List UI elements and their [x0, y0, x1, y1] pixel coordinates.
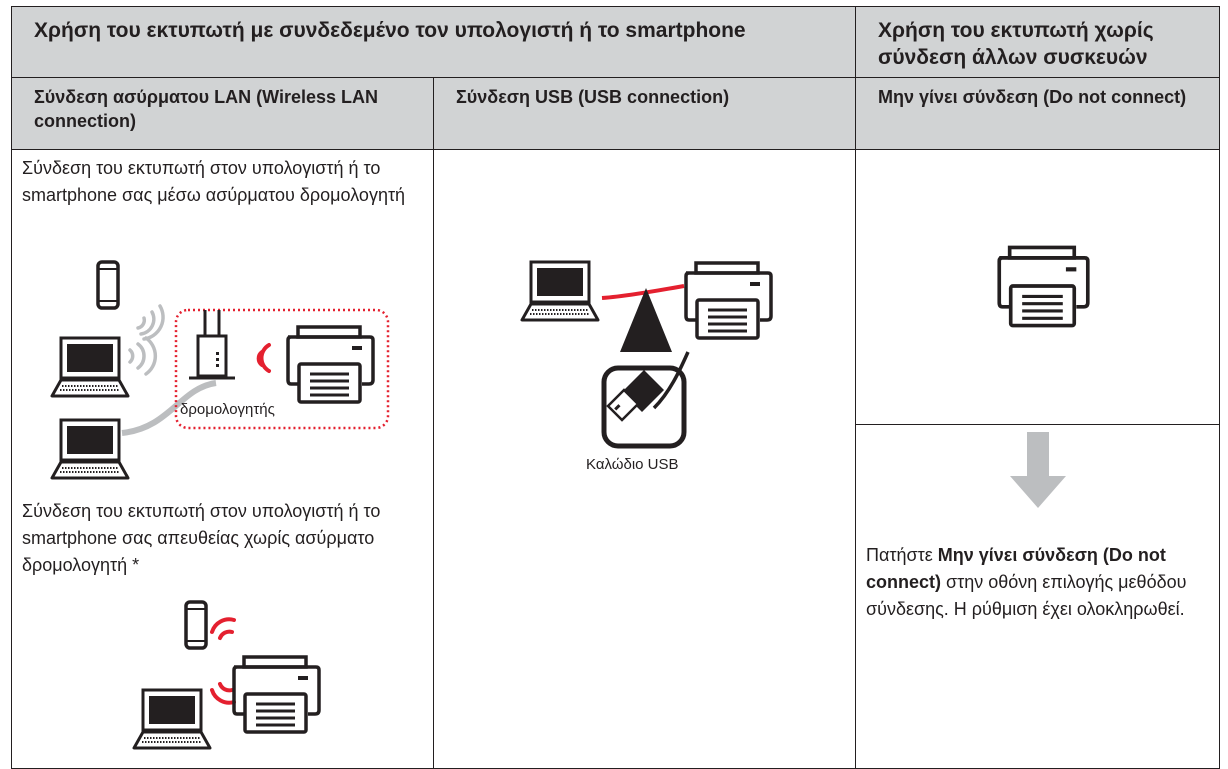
- direct-diagram: [132, 600, 321, 750]
- subheader-none: Μην γίνει σύνδεση (Do not connect): [878, 87, 1187, 107]
- wireless-signal-icon: [128, 304, 165, 376]
- wireless-signal-icon: [210, 617, 236, 705]
- router-label: δρομολογητής: [180, 401, 275, 418]
- laptop-icon: [520, 260, 600, 322]
- instruction-text-pre: Πατήστε: [866, 545, 938, 565]
- direct-connection-description: Σύνδεση του εκτυπωτή στον υπολογιστή ή τ…: [22, 501, 381, 575]
- header-title-connected: Χρήση του εκτυπωτή με συνδεδεμένο τον υπ…: [34, 19, 746, 42]
- router-connection-description: Σύνδεση του εκτυπωτή στον υπολογιστή ή τ…: [22, 158, 406, 205]
- printer-icon: [232, 655, 321, 734]
- instruction-text-post: στην οθόνη επιλογής μεθόδου σύνδεσης. Η …: [866, 572, 1187, 619]
- laptop-icon: [50, 418, 130, 480]
- laptop-icon: [50, 336, 130, 398]
- subheader-cell-wireless: Σύνδεση ασύρματου LAN (Wireless LAN conn…: [11, 77, 434, 150]
- usb-diagram: [520, 260, 773, 449]
- header-cell-connected: Χρήση του εκτυπωτή με συνδεδεμένο τον υπ…: [11, 6, 856, 78]
- printer-icon: [684, 261, 773, 340]
- router-icon: [189, 310, 235, 380]
- subheader-cell-none: Μην γίνει σύνδεση (Do not connect): [855, 77, 1220, 150]
- router-cable: [121, 380, 217, 436]
- printer-icon: [997, 245, 1090, 328]
- smartphone-icon: [184, 600, 208, 650]
- router-diagram: [50, 260, 390, 480]
- callout-pointer: [620, 288, 672, 352]
- usb-plug-icon: [601, 351, 690, 449]
- do-not-connect-instruction: Πατήστε Μην γίνει σύνδεση (Do not connec…: [866, 542, 1216, 623]
- printer-icon: [286, 325, 375, 404]
- wireless-signal-icon: [256, 343, 271, 373]
- header-title-standalone: Χρήση του εκτυπωτή χωρίς σύνδεση άλλων σ…: [878, 19, 1154, 69]
- standalone-printer: [997, 245, 1090, 328]
- subheader-usb: Σύνδεση USB (USB connection): [456, 87, 730, 107]
- subheader-wireless: Σύνδεση ασύρματου LAN (Wireless LAN conn…: [34, 87, 378, 131]
- arrow-down-icon: [1010, 432, 1066, 508]
- usb-cable-label: Καλώδιο USB: [586, 456, 679, 473]
- subheader-cell-usb: Σύνδεση USB (USB connection): [433, 77, 856, 150]
- instruction-text-bold: Μην γίνει σύνδεση (Do not connect): [866, 545, 1166, 592]
- smartphone-icon: [96, 260, 120, 310]
- header-cell-standalone: Χρήση του εκτυπωτή χωρίς σύνδεση άλλων σ…: [855, 6, 1220, 78]
- laptop-icon: [132, 688, 212, 750]
